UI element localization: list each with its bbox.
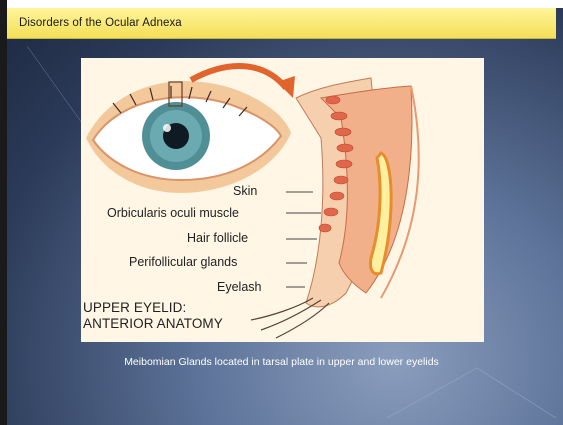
title-band: Disorders of the Ocular Adnexa: [7, 8, 556, 39]
label-orbicularis-oculi-muscle: Orbicularis oculi muscle: [107, 206, 239, 220]
diagram-title-line2: ANTERIOR ANATOMY: [83, 316, 223, 331]
label-hair-follicle: Hair follicle: [187, 231, 248, 245]
slide-top-edge: [0, 0, 563, 8]
slide-title: Disorders of the Ocular Adnexa: [19, 17, 182, 29]
eyelid-anatomy-figure: Skin Orbicularis oculi muscle Hair folli…: [81, 58, 484, 342]
label-perifollicular-glands: Perifollicular glands: [129, 255, 237, 269]
slide-caption: Meibomian Glands located in tarsal plate…: [0, 356, 563, 368]
label-skin: Skin: [233, 184, 257, 198]
diagram-title-line1: UPPER EYELID:: [83, 300, 186, 315]
label-eyelash: Eyelash: [217, 280, 261, 294]
